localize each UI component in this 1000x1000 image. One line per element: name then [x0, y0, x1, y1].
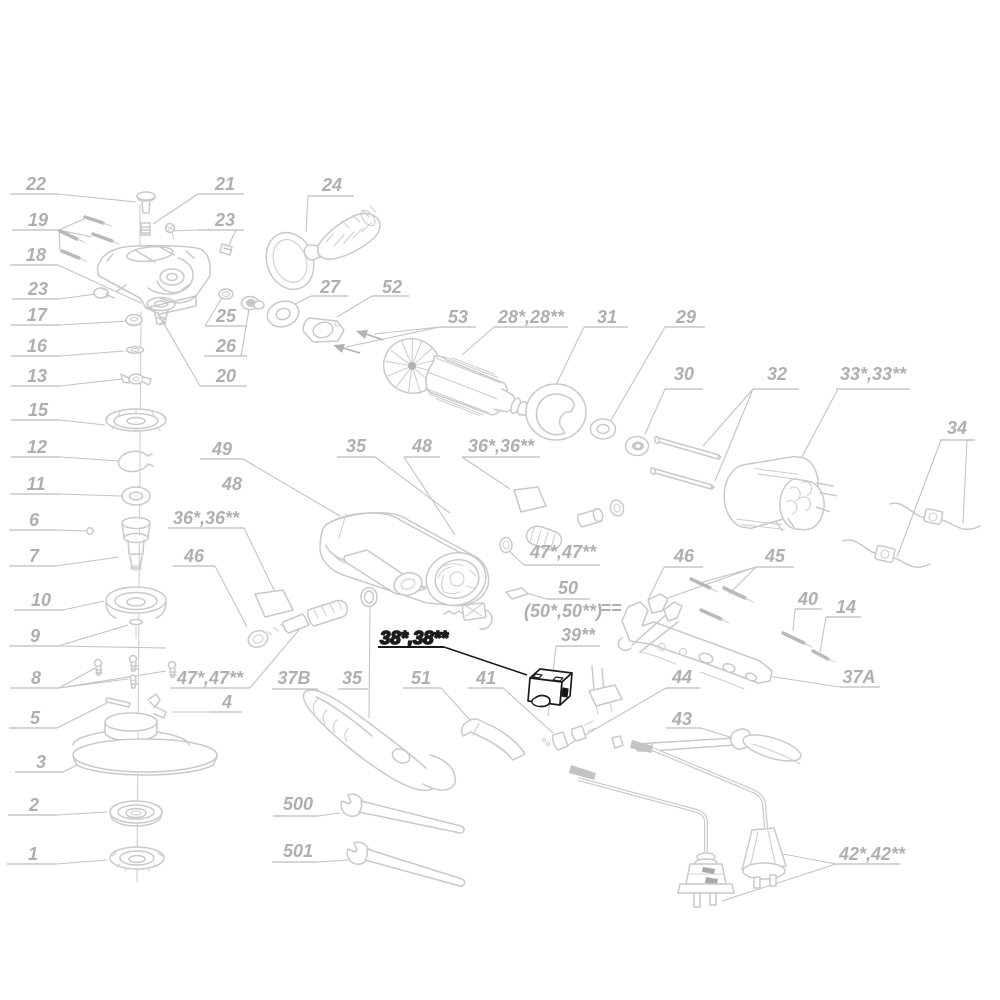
svg-text:35: 35 — [342, 668, 363, 688]
svg-text:7: 7 — [29, 546, 40, 566]
svg-text:17: 17 — [27, 305, 48, 325]
svg-text:22: 22 — [25, 174, 46, 194]
svg-text:20: 20 — [215, 366, 236, 386]
svg-text:50: 50 — [558, 578, 578, 598]
svg-text:41: 41 — [475, 668, 496, 688]
svg-text:51: 51 — [411, 668, 431, 688]
svg-text:500: 500 — [283, 794, 313, 814]
svg-text:25: 25 — [215, 306, 237, 326]
svg-text:39**: 39** — [561, 625, 596, 645]
svg-text:30: 30 — [674, 364, 694, 384]
svg-text:38*,38**: 38*,38** — [380, 627, 449, 648]
svg-text:19: 19 — [28, 210, 48, 230]
svg-text:31: 31 — [597, 307, 617, 327]
svg-text:48: 48 — [411, 436, 432, 456]
svg-text:34: 34 — [947, 418, 967, 438]
svg-text:46: 46 — [183, 546, 205, 566]
svg-text:2: 2 — [28, 795, 39, 815]
svg-text:44: 44 — [671, 667, 692, 687]
svg-text:33*,33**: 33*,33** — [840, 364, 907, 384]
svg-text:52: 52 — [382, 277, 402, 297]
svg-text:(50*,50**): (50*,50**) — [524, 601, 602, 621]
svg-text:49: 49 — [211, 439, 232, 459]
svg-text:37A: 37A — [842, 667, 875, 687]
svg-text:35: 35 — [346, 436, 367, 456]
svg-text:46: 46 — [673, 546, 695, 566]
svg-text:42*,42**: 42*,42** — [838, 844, 906, 864]
svg-text:16: 16 — [27, 336, 48, 356]
svg-text:4: 4 — [221, 692, 232, 712]
svg-text:47*,47**: 47*,47** — [176, 668, 244, 688]
svg-text:15: 15 — [28, 400, 49, 420]
svg-text:10: 10 — [31, 590, 51, 610]
svg-text:47*,47**: 47*,47** — [529, 542, 597, 562]
svg-text:26: 26 — [215, 336, 237, 356]
svg-text:9: 9 — [30, 626, 40, 646]
svg-text:18: 18 — [26, 245, 46, 265]
svg-text:36*,36**: 36*,36** — [173, 508, 240, 528]
svg-text:6: 6 — [29, 510, 40, 530]
svg-text:32: 32 — [767, 364, 787, 384]
svg-text:8: 8 — [31, 668, 41, 688]
svg-text:23: 23 — [27, 279, 48, 299]
svg-text:==: == — [600, 598, 622, 618]
svg-text:37B: 37B — [277, 668, 310, 688]
svg-text:3: 3 — [36, 752, 46, 772]
svg-text:501: 501 — [283, 841, 313, 861]
svg-text:23: 23 — [214, 210, 235, 230]
svg-text:36*,36**: 36*,36** — [468, 436, 535, 456]
svg-text:28*,28**: 28*,28** — [497, 307, 565, 327]
svg-text:53: 53 — [448, 307, 468, 327]
svg-text:5: 5 — [30, 708, 41, 728]
svg-text:11: 11 — [27, 474, 46, 494]
svg-text:29: 29 — [675, 307, 696, 327]
svg-text:27: 27 — [319, 277, 341, 297]
svg-text:43: 43 — [671, 709, 692, 729]
svg-text:45: 45 — [764, 546, 786, 566]
svg-text:24: 24 — [321, 175, 342, 195]
svg-text:21: 21 — [214, 174, 235, 194]
svg-text:1: 1 — [28, 844, 38, 864]
svg-text:14: 14 — [836, 597, 856, 617]
svg-text:48: 48 — [221, 474, 242, 494]
svg-text:13: 13 — [27, 366, 47, 386]
svg-text:40: 40 — [797, 589, 818, 609]
svg-text:12: 12 — [27, 437, 47, 457]
